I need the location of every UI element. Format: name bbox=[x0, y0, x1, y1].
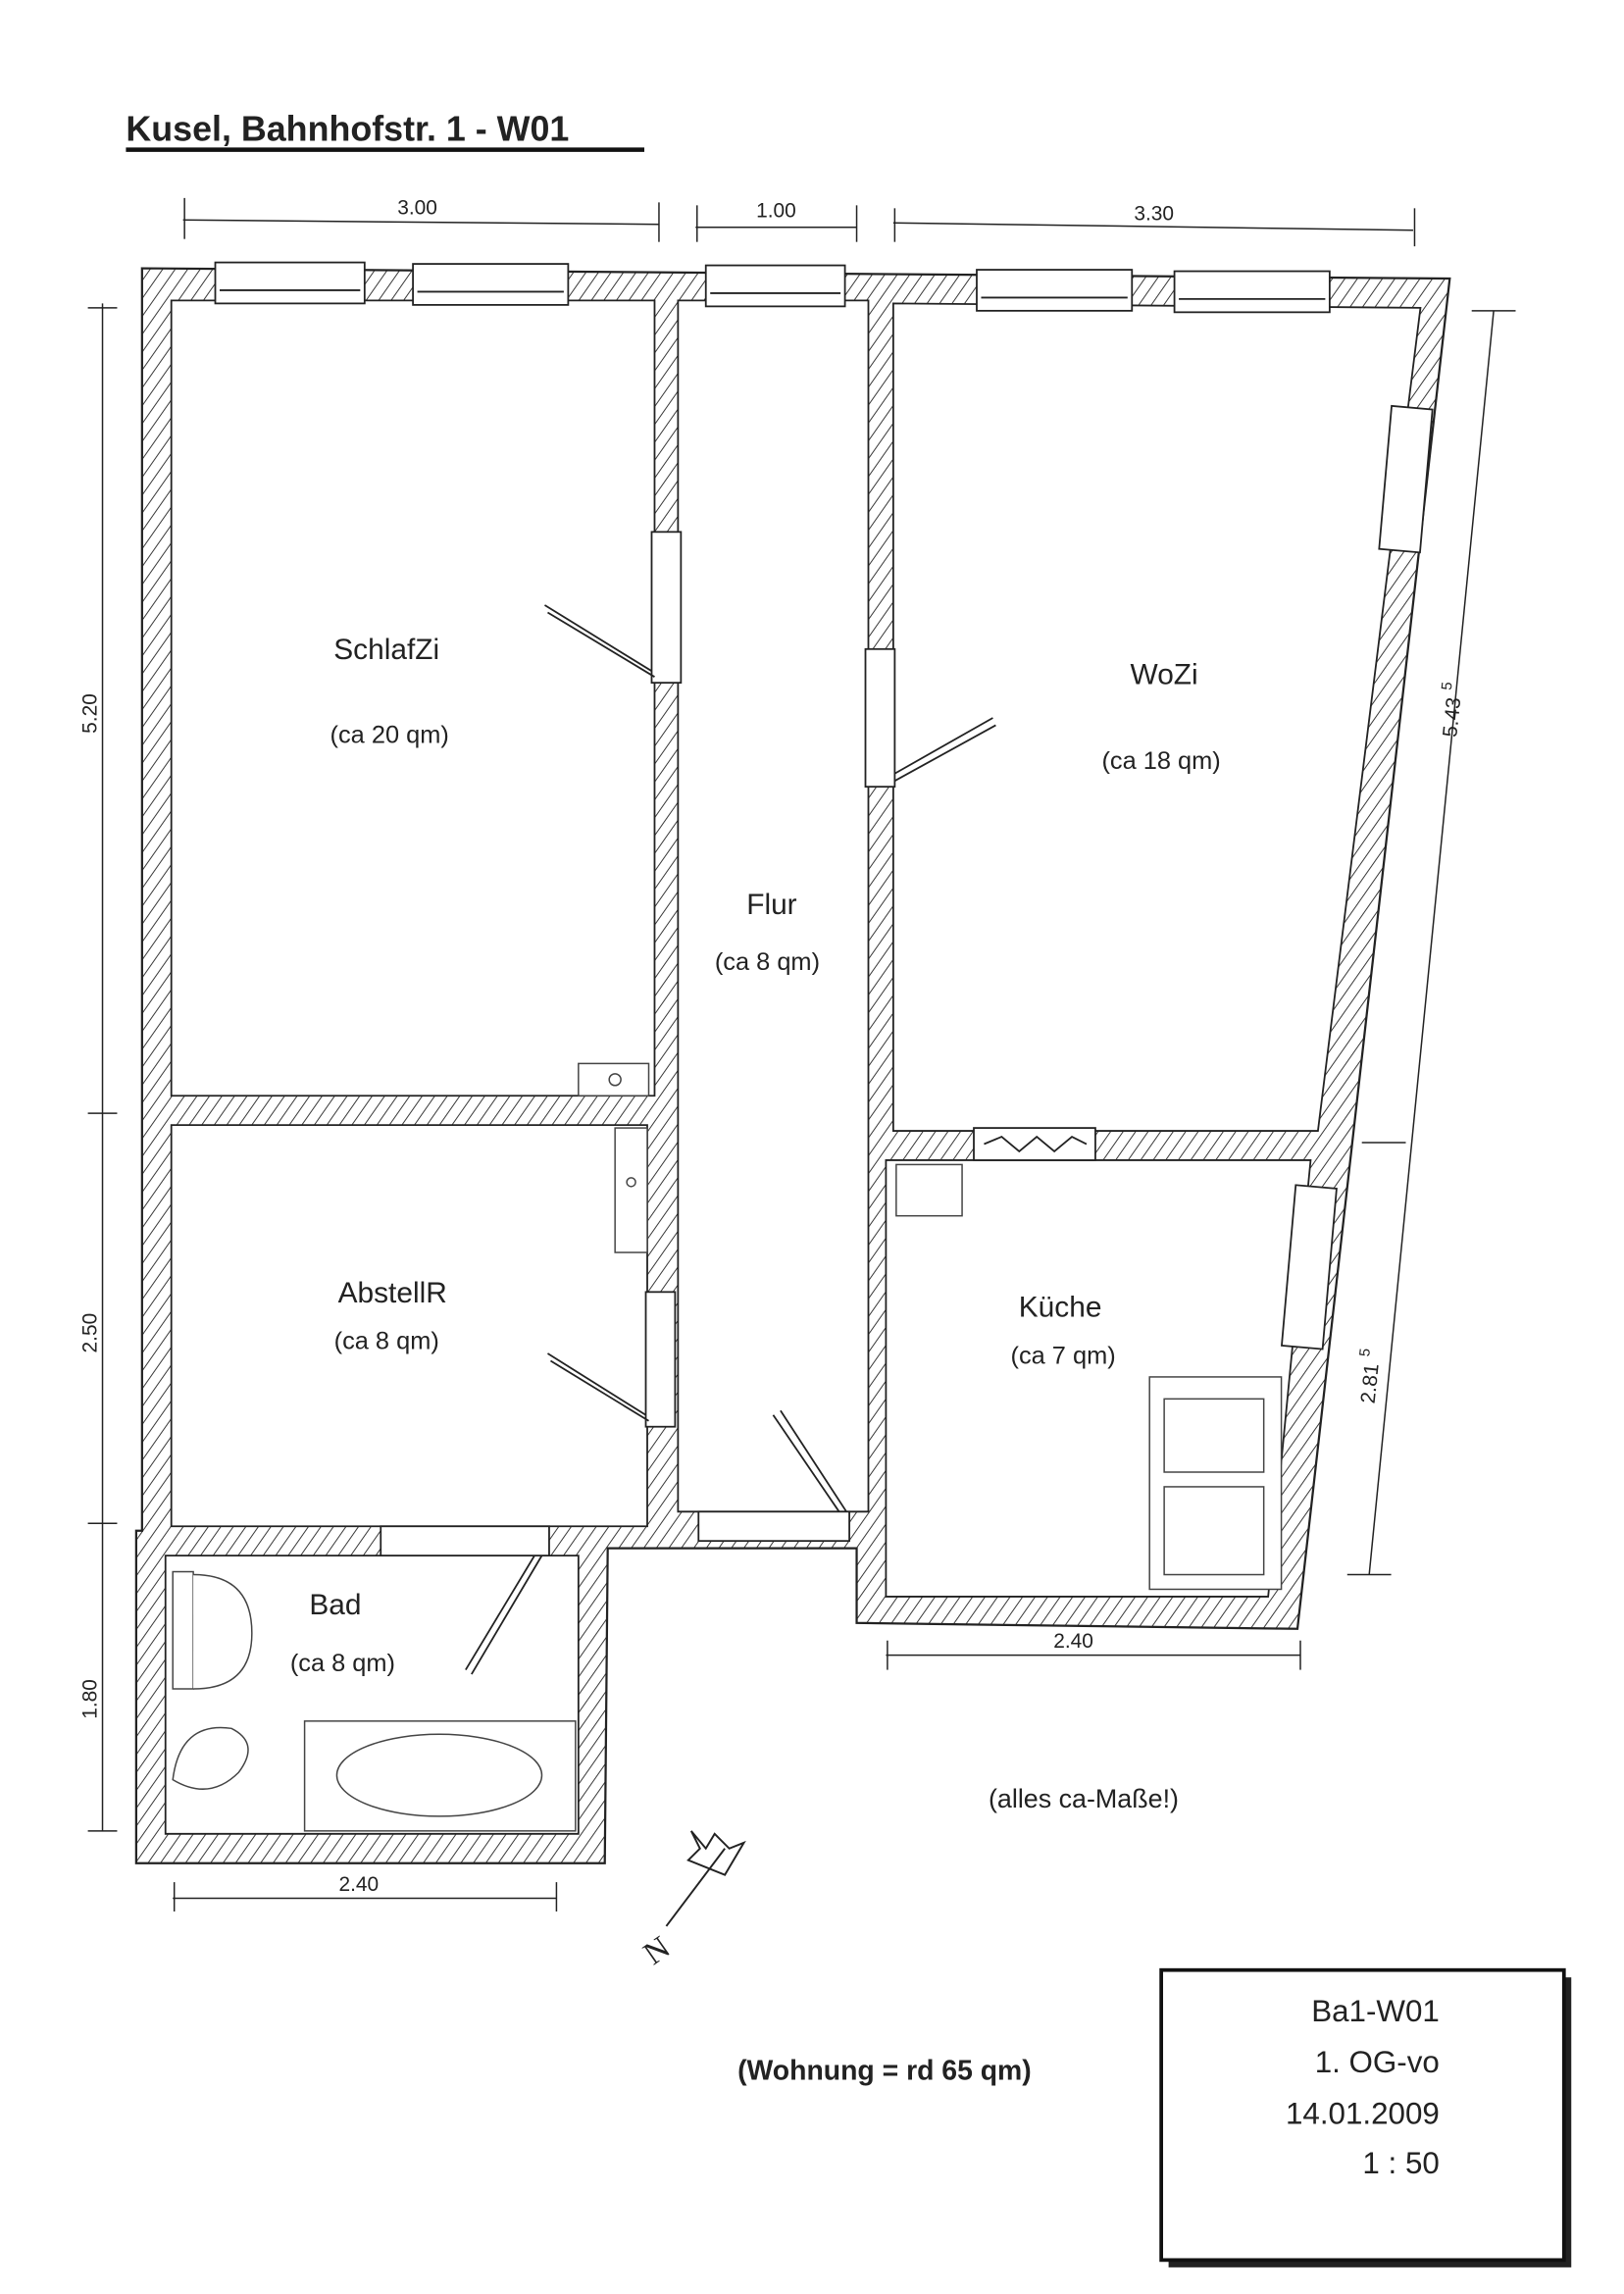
plan-scale: 1 : 50 bbox=[1362, 2146, 1439, 2180]
room-area-wozi: (ca 18 qm) bbox=[1101, 747, 1220, 775]
dim-top-right: 3.30 bbox=[1134, 202, 1174, 225]
fixtures bbox=[172, 1062, 1283, 1832]
room-name-schlafzi: SchlafZi bbox=[333, 634, 439, 666]
dim-left-lower: 1.80 bbox=[79, 1679, 102, 1719]
room-name-bad: Bad bbox=[309, 1589, 361, 1621]
windows bbox=[214, 261, 1434, 1351]
room-name-flur: Flur bbox=[746, 889, 796, 921]
north-arrow-icon: N bbox=[637, 1830, 746, 1972]
room-name-kueche: Küche bbox=[1019, 1292, 1102, 1324]
room-area-flur: (ca 8 qm) bbox=[715, 948, 820, 976]
dimension-lines bbox=[87, 197, 1516, 1912]
svg-text:5: 5 bbox=[1356, 1348, 1374, 1357]
north-label: N bbox=[637, 1930, 677, 1972]
total-area: (Wohnung = rd 65 qm) bbox=[737, 2056, 1032, 2087]
dim-left-upper: 5.20 bbox=[79, 693, 102, 734]
approx-note: (alles ca-Maße!) bbox=[989, 1784, 1179, 1813]
room-abstellr bbox=[170, 1124, 648, 1528]
plan-floor: 1. OG-vo bbox=[1315, 2045, 1440, 2079]
room-area-abstellr: (ca 8 qm) bbox=[334, 1328, 439, 1355]
title-block: Ba1-W01 1. OG-vo 14.01.2009 1 : 50 bbox=[1159, 1967, 1572, 2268]
room-area-kueche: (ca 7 qm) bbox=[1011, 1342, 1116, 1369]
plan-code: Ba1-W01 bbox=[1311, 1994, 1440, 2028]
room-area-schlafzi: (ca 20 qm) bbox=[330, 721, 449, 748]
dim-top-middle: 1.00 bbox=[756, 199, 796, 222]
room-name-abstellr: AbstellR bbox=[338, 1277, 447, 1309]
doors bbox=[380, 531, 1096, 1675]
dim-right-upper: 5.43 5 bbox=[1439, 682, 1466, 739]
svg-text:2.81: 2.81 bbox=[1357, 1362, 1384, 1404]
dim-bottom-kitchen: 2.40 bbox=[1053, 1630, 1093, 1653]
dim-bottom-bath: 2.40 bbox=[339, 1873, 380, 1896]
dim-top-left: 3.00 bbox=[397, 196, 437, 219]
room-name-wozi: WoZi bbox=[1131, 659, 1198, 691]
svg-text:5: 5 bbox=[1439, 682, 1456, 691]
room-schlafzi bbox=[170, 299, 656, 1097]
dim-right-lower: 2.81 5 bbox=[1356, 1348, 1384, 1404]
dim-left-middle: 2.50 bbox=[79, 1313, 102, 1353]
room-area-bad: (ca 8 qm) bbox=[290, 1650, 395, 1677]
svg-text:5.43: 5.43 bbox=[1439, 696, 1465, 739]
plan-title: Kusel, Bahnhofstr. 1 - W01 bbox=[126, 110, 569, 149]
plan-date: 14.01.2009 bbox=[1286, 2096, 1440, 2130]
